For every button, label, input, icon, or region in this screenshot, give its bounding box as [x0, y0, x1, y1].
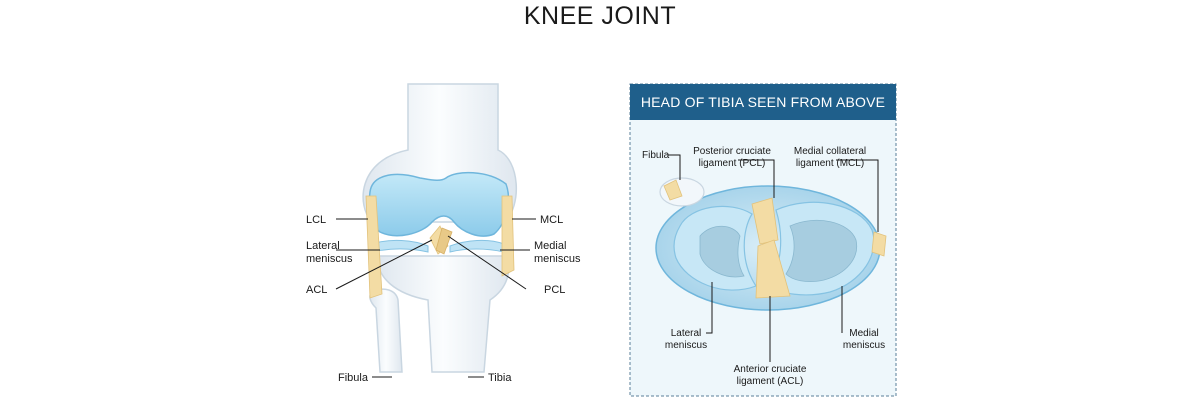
- femoral-cartilage: [368, 171, 510, 237]
- panel-label-fibula: Fibula: [642, 150, 670, 161]
- label-lcl: LCL: [306, 214, 326, 226]
- panel-label-mcl-1: Medial collateral: [794, 146, 866, 157]
- pcl-top: [751, 197, 779, 245]
- medial-meniscus: [449, 239, 505, 253]
- tibia-panel: HEAD OF TIBIA SEEN FROM ABOVE: [629, 83, 897, 397]
- panel-label-medial-meniscus-1: Medial: [849, 328, 878, 339]
- lateral-meniscus-inner: [699, 225, 745, 278]
- mcl-ligament: [501, 195, 515, 277]
- panel-header: [630, 84, 896, 120]
- front-view-labels: LCL Lateral meniscus ACL Fibula MCL Medi…: [306, 214, 581, 384]
- panel-heading: HEAD OF TIBIA SEEN FROM ABOVE: [641, 94, 885, 110]
- tibia-panel-leaders: [668, 154, 879, 362]
- label-lateral-meniscus-2: meniscus: [306, 253, 353, 265]
- panel-label-pcl-1: Posterior cruciate: [693, 146, 771, 157]
- medial-meniscus-inner: [785, 219, 858, 282]
- front-view-leaders: [335, 218, 536, 378]
- label-pcl: PCL: [544, 284, 565, 296]
- page-title: KNEE JOINT: [523, 2, 677, 30]
- panel-label-medial-meniscus-2: meniscus: [843, 340, 885, 351]
- fibula-bone: [369, 288, 403, 373]
- panel-label-lateral-meniscus-2: meniscus: [665, 340, 707, 351]
- label-acl: ACL: [306, 284, 327, 296]
- panel-label-mcl-2: ligament (MCL): [796, 158, 864, 169]
- mcl-top: [871, 231, 887, 257]
- fibula-ligament-top: [663, 179, 683, 201]
- panel-label-acl-2: ligament (ACL): [737, 376, 804, 387]
- label-medial-meniscus-1: Medial: [534, 240, 566, 252]
- label-lateral-meniscus-1: Lateral: [306, 240, 340, 252]
- acl-top: [755, 239, 791, 299]
- label-fibula: Fibula: [338, 372, 369, 384]
- label-tibia: Tibia: [488, 372, 512, 384]
- panel-label-acl-1: Anterior cruciate: [734, 364, 807, 375]
- label-mcl: MCL: [540, 214, 563, 226]
- label-medial-meniscus-2: meniscus: [534, 253, 581, 265]
- panel-label-lateral-meniscus-1: Lateral: [671, 328, 702, 339]
- panel-label-pcl-2: ligament (PCL): [699, 158, 766, 169]
- pcl-ligament: [435, 227, 453, 255]
- lcl-ligament: [365, 195, 383, 299]
- front-view: [362, 83, 517, 373]
- tibia-panel-labels: Fibula Posterior cruciate ligament (PCL)…: [642, 146, 885, 387]
